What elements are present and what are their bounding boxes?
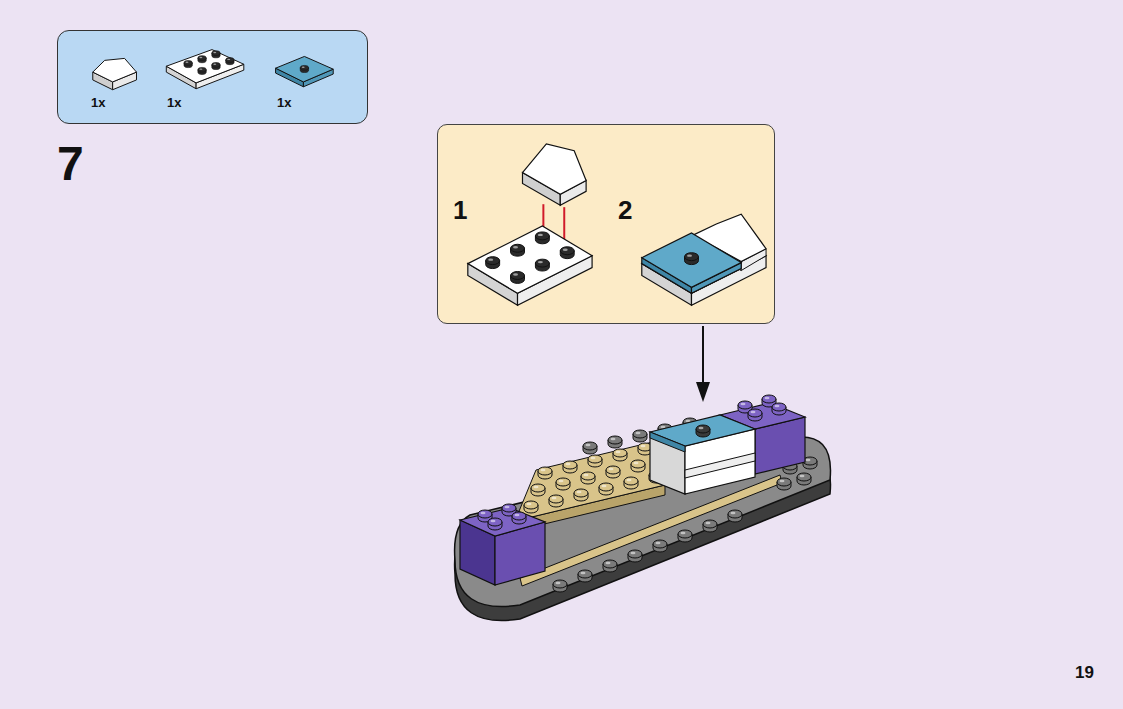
stud bbox=[524, 501, 538, 513]
stud bbox=[184, 61, 192, 68]
stud bbox=[678, 530, 692, 542]
substep-number: 2 bbox=[618, 197, 632, 223]
stud bbox=[685, 253, 699, 265]
stud bbox=[606, 466, 620, 478]
text-wrap: 19 bbox=[1075, 664, 1094, 681]
text-wrap: 1 bbox=[453, 197, 467, 223]
stud bbox=[556, 478, 570, 490]
stud bbox=[728, 510, 742, 522]
quantity-label: 1x bbox=[167, 96, 181, 109]
substep-illustration bbox=[438, 125, 774, 323]
stud bbox=[653, 540, 667, 552]
stud bbox=[624, 477, 638, 489]
stud bbox=[198, 56, 206, 63]
stud bbox=[583, 442, 597, 454]
stud bbox=[198, 67, 206, 74]
text-wrap: 1x bbox=[277, 96, 291, 109]
stud bbox=[574, 489, 588, 501]
text-wrap: 1x bbox=[167, 96, 181, 109]
stud bbox=[300, 65, 308, 72]
stud bbox=[581, 472, 595, 484]
stud bbox=[511, 272, 525, 284]
text-wrap: 7 bbox=[57, 140, 84, 188]
text-wrap: 1x bbox=[91, 96, 105, 109]
quantity-label: 1x bbox=[91, 96, 105, 109]
stud bbox=[703, 520, 717, 532]
stud bbox=[563, 461, 577, 473]
stud bbox=[578, 570, 592, 582]
stud bbox=[535, 232, 549, 244]
substep-number: 1 bbox=[453, 197, 467, 223]
stud bbox=[538, 467, 552, 479]
text-wrap: 2 bbox=[618, 197, 632, 223]
stud bbox=[608, 436, 622, 448]
parts-panel: 1x 1x 1x bbox=[57, 30, 368, 124]
stud bbox=[488, 518, 502, 530]
stud bbox=[772, 403, 786, 415]
step-number: 7 bbox=[57, 140, 84, 188]
stud bbox=[797, 473, 811, 485]
stud bbox=[531, 484, 545, 496]
stud bbox=[226, 58, 234, 65]
stud bbox=[603, 560, 617, 572]
stud bbox=[599, 483, 613, 495]
page-number: 19 bbox=[1075, 664, 1094, 681]
stud bbox=[628, 550, 642, 562]
stud bbox=[777, 478, 791, 490]
stud bbox=[535, 259, 549, 271]
stud bbox=[748, 409, 762, 421]
stud bbox=[633, 430, 647, 442]
stud bbox=[553, 580, 567, 592]
parts-illustration bbox=[58, 31, 367, 123]
stud bbox=[613, 449, 627, 461]
stud bbox=[631, 460, 645, 472]
quantity-label: 1x bbox=[277, 96, 291, 109]
stud bbox=[512, 512, 526, 524]
stud bbox=[696, 425, 710, 437]
stud bbox=[212, 63, 220, 70]
substep-panel: 12 bbox=[437, 124, 775, 324]
stud bbox=[212, 51, 220, 58]
stud bbox=[560, 247, 574, 259]
stud bbox=[549, 495, 563, 507]
stud bbox=[588, 455, 602, 467]
stud bbox=[511, 244, 525, 256]
stud bbox=[486, 257, 500, 269]
